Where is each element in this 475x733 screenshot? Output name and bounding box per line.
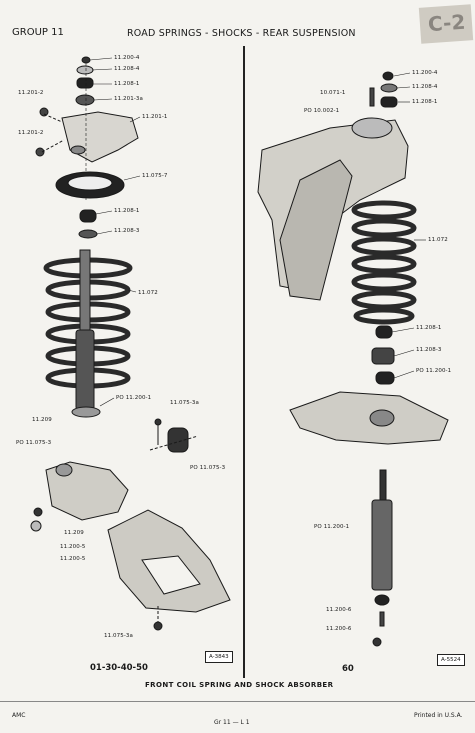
part-label: PO 11.075-3 <box>190 465 226 471</box>
part-label: 11.200-6 <box>326 626 352 632</box>
left-top-parts <box>35 56 139 239</box>
part-label: 11.208-4 <box>412 84 438 90</box>
part-label: PO 11.075-3 <box>16 440 52 446</box>
column-divider <box>243 46 245 678</box>
part-label: 11.208-1 <box>416 325 442 331</box>
part-label: 11.201-3a <box>114 96 143 102</box>
part-label: PO 11.200-1 <box>116 395 152 401</box>
figure-caption: FRONT COIL SPRING AND SHOCK ABSORBER <box>145 681 334 689</box>
part-label: 11.209 <box>32 417 52 423</box>
part-label: 11.208-3 <box>114 228 140 234</box>
right-top-parts <box>369 71 398 108</box>
part-label: 11.208-3 <box>416 347 442 353</box>
figure-number-right: 60 <box>342 664 354 674</box>
part-label: PO 10.002-1 <box>304 108 340 114</box>
group-label: GROUP 11 <box>12 27 64 38</box>
part-label: 11.200-6 <box>326 607 352 613</box>
figure-ref-box-right: A-5524 <box>437 654 465 666</box>
footer-page-number: Gr 11 — L 1 <box>214 719 250 726</box>
footer-rule <box>0 701 475 702</box>
part-label: 11.075-3a <box>104 633 133 639</box>
part-label: 11.201-1 <box>142 114 168 120</box>
part-label: 11.201-2 <box>18 130 44 136</box>
figure-ref-box-left: A-3843 <box>205 651 233 663</box>
page-title: ROAD SPRINGS - SHOCKS - REAR SUSPENSION <box>127 28 356 39</box>
right-coil-spring <box>351 200 417 325</box>
part-label: 11.200-4 <box>114 55 140 61</box>
part-label: PO 11.200-1 <box>314 524 350 530</box>
part-label: 11.072 <box>428 237 448 243</box>
right-shock-absorber <box>371 469 393 647</box>
part-label: 11.072 <box>138 290 158 296</box>
part-label: 11.075-3a <box>170 400 199 406</box>
part-label: 11.200-5 <box>60 544 86 550</box>
part-label: 11.209 <box>64 530 84 536</box>
part-label: 11.208-1 <box>114 208 140 214</box>
part-label: 11.208-1 <box>114 81 140 87</box>
part-label: 10.071-1 <box>320 90 346 96</box>
part-label: 11.200-5 <box>60 556 86 562</box>
part-label: 11.200-4 <box>412 70 438 76</box>
left-bushing <box>149 418 199 453</box>
part-label: 11.208-1 <box>412 99 438 105</box>
part-label: PO 11.200-1 <box>416 368 452 374</box>
part-label: 11.201-2 <box>18 90 44 96</box>
figure-number-left: 01-30-40-50 <box>90 663 148 673</box>
part-label: 11.208-4 <box>114 66 140 72</box>
footer-brand: AMC <box>12 712 26 719</box>
footer-printed: Printed in U.S.A. <box>414 712 463 719</box>
part-label: 11.075-7 <box>142 173 168 179</box>
